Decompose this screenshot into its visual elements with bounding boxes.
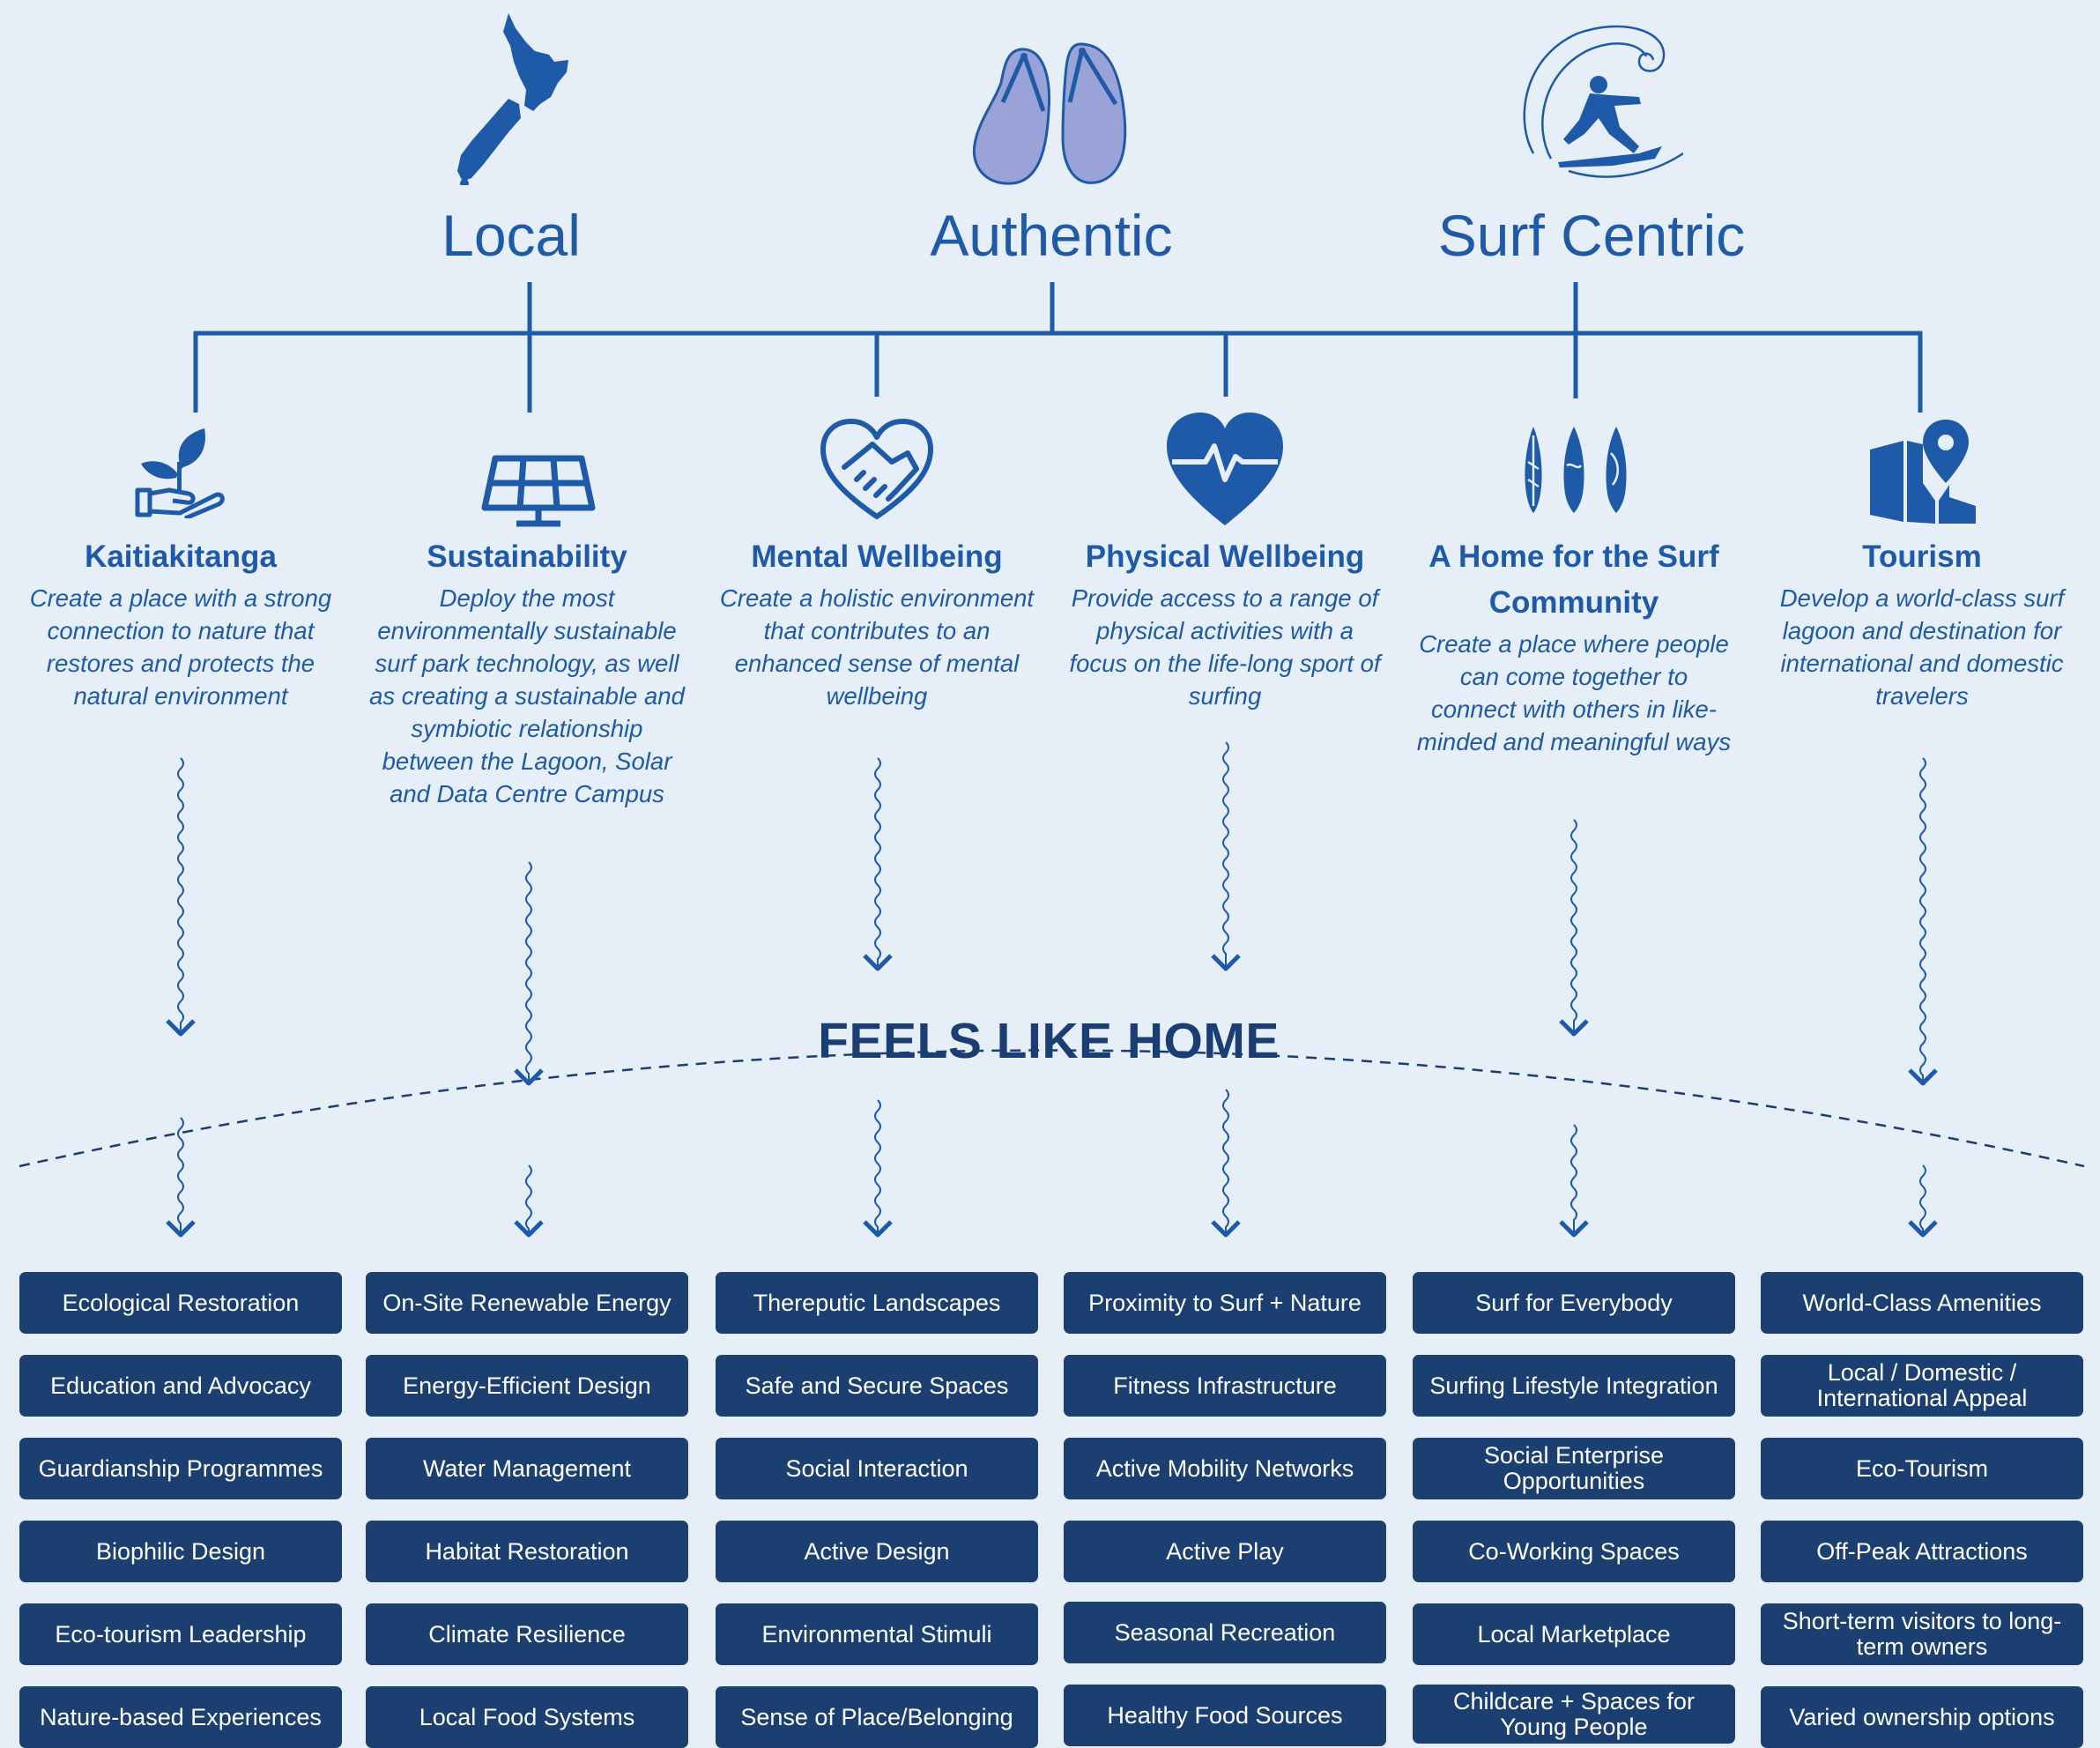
- item-box: Childcare + Spaces for Young People: [1413, 1685, 1735, 1744]
- surfboards-icon: [1525, 427, 1627, 513]
- arrow-head: [166, 1220, 196, 1238]
- item-box: Climate Resilience: [366, 1603, 688, 1665]
- column-description-mental-wellbeing: Create a holistic environment that contr…: [719, 584, 1035, 710]
- item-box: Local / Domestic / International Appeal: [1761, 1355, 2083, 1417]
- heart-pulse-icon: [1167, 413, 1283, 525]
- arrow-head: [863, 954, 893, 971]
- item-box: Education and Advocacy: [19, 1355, 342, 1417]
- item-box: Seasonal Recreation: [1064, 1602, 1386, 1663]
- item-box: Sense of Place/Belonging: [716, 1686, 1038, 1748]
- arrow-head: [1908, 1220, 1938, 1238]
- item-box: Energy-Efficient Design: [366, 1355, 688, 1417]
- dashed-arc: [19, 1049, 2085, 1168]
- column-title-mental-wellbeing: Mental Wellbeing: [751, 539, 1003, 574]
- item-box: Eco-Tourism: [1761, 1438, 2083, 1499]
- column-title-sustainability: Sustainability: [427, 539, 627, 574]
- tree-connectors: [193, 282, 1923, 413]
- squiggle-line: [1570, 1124, 1577, 1234]
- hand-plant-icon: [135, 428, 225, 518]
- squiggle-line: [1222, 741, 1229, 968]
- feels-like-home-heading: FEELS LIKE HOME: [818, 1013, 1280, 1069]
- arrow-head: [1211, 954, 1241, 971]
- item-box: Social Enterprise Opportunities: [1413, 1438, 1735, 1499]
- column-description-physical-wellbeing: Provide access to a range of physical ac…: [1069, 584, 1381, 710]
- item-box: Active Play: [1064, 1521, 1386, 1582]
- column-title-tourism: Tourism: [1862, 539, 1982, 574]
- item-box: Surf for Everybody: [1413, 1272, 1735, 1334]
- item-box: Proximity to Surf + Nature: [1064, 1272, 1386, 1334]
- item-box: Active Design: [716, 1521, 1038, 1582]
- surfer-wave-icon: [1523, 25, 1683, 178]
- column-title-kaitiakitanga: Kaitiakitanga: [85, 539, 277, 574]
- pillar-authentic: Authentic: [930, 203, 1173, 268]
- item-box: World-Class Amenities: [1761, 1272, 2083, 1334]
- solar-panel-icon: [481, 455, 596, 527]
- item-box: Nature-based Experiences: [19, 1686, 342, 1748]
- pillar-local: Local: [442, 203, 581, 268]
- squiggle-line: [525, 1164, 532, 1234]
- arrow-head: [514, 1068, 544, 1086]
- item-box: Varied ownership options: [1761, 1686, 2083, 1748]
- squiggle-line: [525, 861, 532, 1082]
- arrow-head: [1559, 1220, 1589, 1238]
- column-description-sustainability: Deploy the most environmentally sustaina…: [369, 584, 685, 807]
- arrow-head: [514, 1220, 544, 1238]
- column-description-tourism: Develop a world-class surf lagoon and de…: [1779, 584, 2065, 710]
- heart-handshake-icon: [820, 419, 933, 519]
- squiggle-arrows: [166, 741, 1938, 1238]
- map-pin-icon: [1870, 420, 1976, 524]
- column-description-kaitiakitanga: Create a place with a strong connection …: [29, 584, 332, 710]
- arrow-head: [1211, 1220, 1241, 1238]
- squiggle-line: [1570, 819, 1577, 1033]
- item-box: Biophilic Design: [19, 1521, 342, 1582]
- arrow-head: [863, 1220, 893, 1238]
- item-box: Healthy Food Sources: [1064, 1685, 1386, 1746]
- item-box: Local Food Systems: [366, 1686, 688, 1748]
- item-box: Safe and Secure Spaces: [716, 1355, 1038, 1417]
- pillar-surf-centric: Surf Centric: [1437, 203, 1746, 268]
- item-box: Environmental Stimuli: [716, 1603, 1038, 1665]
- item-box: Surfing Lifestyle Integration: [1413, 1355, 1735, 1417]
- item-box: Social Interaction: [716, 1438, 1038, 1499]
- item-box: Ecological Restoration: [19, 1272, 342, 1334]
- item-box: Active Mobility Networks: [1064, 1438, 1386, 1499]
- squiggle-line: [1919, 1164, 1926, 1234]
- item-box: Eco-tourism Leadership: [19, 1603, 342, 1665]
- new-zealand-map-icon: [457, 13, 568, 185]
- item-box: Fitness Infrastructure: [1064, 1355, 1386, 1417]
- arrow-head: [1559, 1019, 1589, 1037]
- column-title-physical-wellbeing: Physical Wellbeing: [1085, 539, 1365, 574]
- squiggle-line: [874, 1099, 881, 1234]
- item-box: On-Site Renewable Energy: [366, 1272, 688, 1334]
- jandals-icon: [972, 42, 1127, 185]
- item-box: Thereputic Landscapes: [716, 1272, 1038, 1334]
- item-box: Short-term visitors to long-term owners: [1761, 1603, 2083, 1665]
- item-box: Off-Peak Attractions: [1761, 1521, 2083, 1582]
- arrow-head: [1908, 1068, 1938, 1086]
- item-box: Local Marketplace: [1413, 1603, 1735, 1665]
- squiggle-line: [177, 1117, 184, 1234]
- item-box: Water Management: [366, 1438, 688, 1499]
- squiggle-line: [874, 757, 881, 968]
- squiggle-line: [1222, 1089, 1229, 1234]
- item-box: Guardianship Programmes: [19, 1438, 342, 1499]
- column-description-surf-community: Create a place where people can come tog…: [1416, 630, 1732, 755]
- item-box: Habitat Restoration: [366, 1521, 688, 1582]
- squiggle-line: [177, 757, 184, 1033]
- arrow-head: [166, 1019, 196, 1037]
- squiggle-line: [1919, 757, 1926, 1082]
- item-box: Co-Working Spaces: [1413, 1521, 1735, 1582]
- column-title-surf-community: A Home for the Surf Community: [1428, 539, 1719, 620]
